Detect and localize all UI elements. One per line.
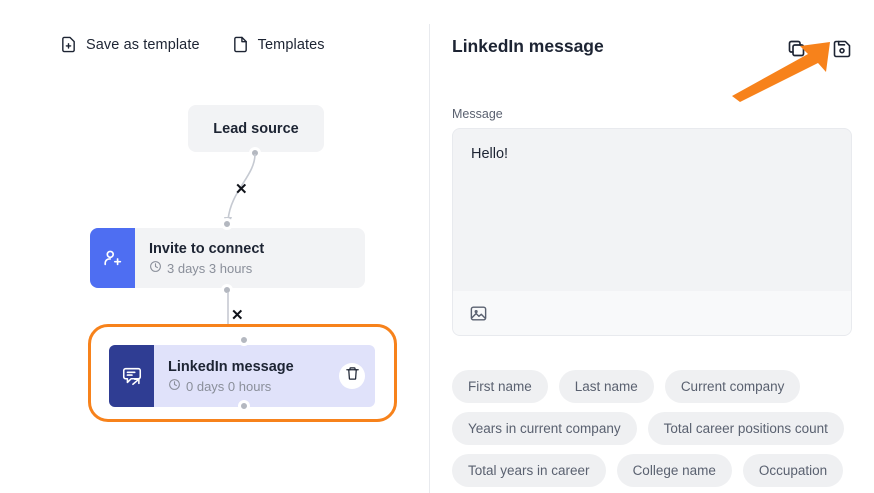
node-invite-title: Invite to connect bbox=[149, 240, 265, 257]
node-lead-source-title: Lead source bbox=[213, 120, 299, 137]
delete-node-button[interactable] bbox=[339, 363, 365, 389]
variable-chip[interactable]: Occupation bbox=[742, 454, 844, 487]
connector-dot-invite-in[interactable] bbox=[221, 218, 233, 230]
copy-icon[interactable] bbox=[786, 38, 807, 64]
panel-title: LinkedIn message bbox=[452, 36, 604, 56]
variable-chip[interactable]: Last name bbox=[558, 370, 654, 403]
canvas-toolbar: Save as template Templates bbox=[60, 36, 325, 53]
node-linkedin-message-body: LinkedIn message 0 days 0 hours bbox=[154, 345, 375, 407]
save-as-template-label: Save as template bbox=[86, 36, 200, 53]
panel-divider bbox=[429, 24, 430, 493]
variable-chip-list: First name Last name Current company Yea… bbox=[452, 370, 862, 487]
user-plus-icon bbox=[90, 228, 135, 288]
connector-dot-message-out[interactable] bbox=[238, 400, 250, 412]
message-input[interactable]: Hello! bbox=[471, 146, 509, 162]
step-settings-panel: LinkedIn message Message Hello! bbox=[430, 0, 874, 493]
node-linkedin-message-title: LinkedIn message bbox=[168, 358, 294, 375]
clock-icon bbox=[168, 378, 181, 394]
delete-connector-invite-to-message[interactable]: ✕ bbox=[231, 307, 244, 324]
node-invite-duration: 3 days 3 hours bbox=[149, 260, 365, 276]
variable-chip[interactable]: Total career positions count bbox=[647, 412, 844, 445]
message-send-icon bbox=[109, 345, 154, 407]
panel-actions bbox=[786, 38, 852, 64]
node-invite-body: Invite to connect 3 days 3 hours bbox=[135, 228, 365, 288]
floppy-save-icon[interactable] bbox=[832, 39, 852, 64]
delete-connector-lead-to-invite[interactable]: ✕ bbox=[235, 181, 248, 198]
message-editor[interactable]: Hello! bbox=[452, 128, 852, 336]
variable-chip[interactable]: Years in current company bbox=[452, 412, 637, 445]
save-as-template-button[interactable]: Save as template bbox=[60, 36, 200, 53]
message-editor-toolbar bbox=[453, 291, 851, 335]
workflow-canvas[interactable]: Save as template Templates Lead source bbox=[0, 0, 430, 493]
variable-chip[interactable]: First name bbox=[452, 370, 548, 403]
variable-chip[interactable]: Total years in career bbox=[452, 454, 606, 487]
node-invite-to-connect[interactable]: Invite to connect 3 days 3 hours bbox=[90, 228, 365, 288]
node-lead-source[interactable]: Lead source bbox=[188, 105, 324, 152]
connector-dot-message-in[interactable] bbox=[238, 334, 250, 346]
connector-dot-invite-out[interactable] bbox=[221, 284, 233, 296]
variable-chip[interactable]: Current company bbox=[664, 370, 801, 403]
variable-chip[interactable]: College name bbox=[616, 454, 732, 487]
file-plus-icon bbox=[60, 36, 77, 53]
image-icon[interactable] bbox=[469, 304, 488, 323]
node-linkedin-message-duration-text: 0 days 0 hours bbox=[186, 378, 272, 394]
message-field-label: Message bbox=[452, 107, 503, 121]
templates-button[interactable]: Templates bbox=[232, 36, 325, 53]
node-linkedin-message-duration: 0 days 0 hours bbox=[168, 378, 375, 394]
clock-icon bbox=[149, 260, 162, 276]
node-linkedin-message[interactable]: LinkedIn message 0 days 0 hours bbox=[109, 345, 375, 407]
node-invite-duration-text: 3 days 3 hours bbox=[167, 260, 253, 276]
templates-label: Templates bbox=[257, 36, 325, 53]
trash-icon bbox=[345, 366, 360, 386]
file-icon bbox=[232, 36, 249, 53]
